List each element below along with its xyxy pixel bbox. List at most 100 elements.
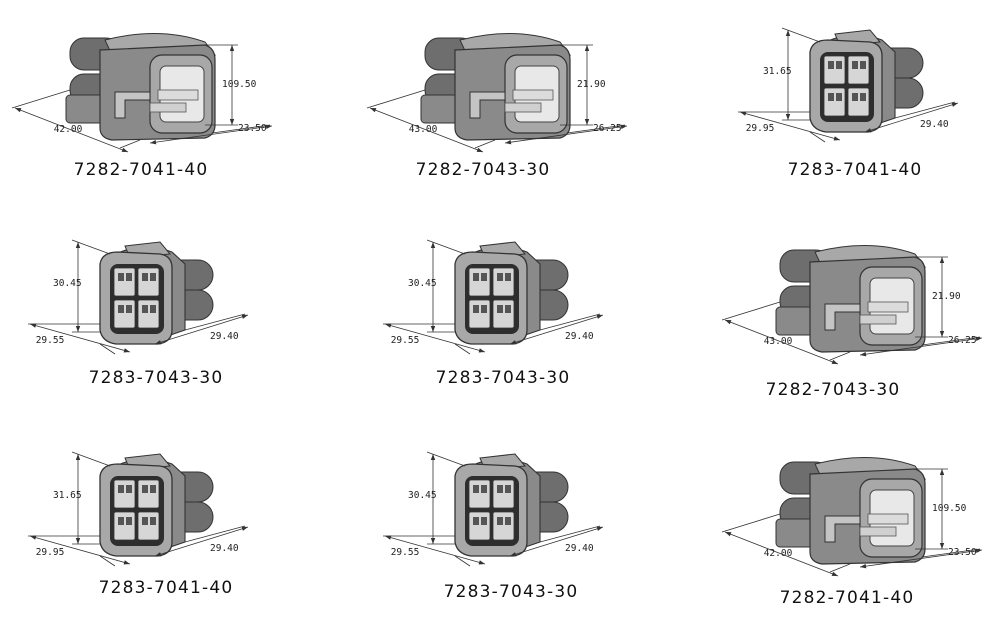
plug-connector-drawing xyxy=(775,456,927,565)
length-dimension-value: 43.00 xyxy=(409,124,438,135)
connector-drawing: 30.45 29.55 29.40 xyxy=(383,239,604,355)
part-number-label: 7282-7043-30 xyxy=(765,380,901,400)
connector-drawing: 30.45 29.55 29.40 xyxy=(383,451,604,567)
length-dimension-line xyxy=(29,535,131,565)
width-dimension-value: 23.50 xyxy=(238,123,267,134)
part-number-label: 7283-7043-30 xyxy=(88,368,224,388)
connector-drawing: 30.45 29.55 29.40 xyxy=(28,239,249,355)
dimension-annotations: 30.45 29.55 29.40 xyxy=(383,239,604,355)
width-dimension-value: 29.40 xyxy=(210,543,239,554)
height-dimension-value: 30.45 xyxy=(408,278,437,289)
connector-drawing: 43.00 21.90 26.25 xyxy=(721,244,983,365)
width-dimension-line xyxy=(504,124,628,145)
connector-drawing: 43.00 21.90 26.25 xyxy=(366,32,628,153)
width-dimension-line xyxy=(864,102,959,133)
connector-cell: 42.00 109.50 23.50 xyxy=(710,424,1000,594)
height-dimension-line xyxy=(584,45,590,125)
width-dimension-line xyxy=(154,314,249,345)
length-dimension-value: 29.95 xyxy=(746,123,775,134)
width-dimension-value: 23.50 xyxy=(948,547,977,558)
connector-cell: 30.45 29.55 29.40 xyxy=(355,212,645,382)
part-number-label: 7283-7043-30 xyxy=(443,582,579,602)
plug-connector-drawing xyxy=(65,32,217,141)
receptacle-connector-drawing xyxy=(99,453,214,557)
connector-cell: 31.65 29.95 29.40 xyxy=(0,424,290,594)
height-dimension-value: 109.50 xyxy=(222,79,257,90)
dimension-annotations: 42.00 109.50 23.50 xyxy=(11,44,273,153)
length-dimension-value: 29.95 xyxy=(36,547,65,558)
height-dimension-line xyxy=(939,469,945,549)
width-dimension-line xyxy=(509,314,604,345)
receptacle-connector-drawing xyxy=(454,241,569,345)
height-dimension-value: 21.90 xyxy=(577,79,606,90)
part-number-label: 7283-7043-30 xyxy=(435,368,571,388)
width-dimension-line xyxy=(859,336,983,357)
width-dimension-line xyxy=(154,526,249,557)
length-dimension-line xyxy=(724,531,839,577)
width-dimension-value: 26.25 xyxy=(593,123,622,134)
length-dimension-value: 43.00 xyxy=(764,336,793,347)
connector-drawing: 42.00 109.50 23.50 xyxy=(721,456,983,577)
part-number-label: 7282-7041-40 xyxy=(73,160,209,180)
width-dimension-line xyxy=(509,526,604,557)
width-dimension-line xyxy=(859,548,983,569)
connector-cell: 43.00 21.90 26.25 xyxy=(355,0,645,170)
height-dimension-value: 31.65 xyxy=(53,490,82,501)
width-dimension-value: 29.40 xyxy=(920,119,949,130)
width-dimension-value: 29.40 xyxy=(210,331,239,342)
connector-drawing: 42.00 109.50 23.50 xyxy=(11,32,273,153)
dimension-annotations: 42.00 109.50 23.50 xyxy=(721,468,983,577)
width-dimension-value: 26.25 xyxy=(948,335,977,346)
dimension-annotations: 31.65 29.95 29.40 xyxy=(738,27,959,143)
connector-cell: 30.45 29.55 29.40 xyxy=(355,424,645,594)
height-dimension-line xyxy=(430,242,436,332)
connector-cell: 30.45 29.55 29.40 xyxy=(0,212,290,382)
height-dimension-line xyxy=(430,454,436,544)
height-dimension-value: 109.50 xyxy=(932,503,967,514)
width-dimension-value: 29.40 xyxy=(565,331,594,342)
dimension-annotations: 31.65 29.95 29.40 xyxy=(28,451,249,567)
height-dimension-line xyxy=(785,30,791,120)
length-dimension-value: 42.00 xyxy=(54,124,83,135)
height-dimension-line xyxy=(229,45,235,125)
dimension-annotations: 43.00 21.90 26.25 xyxy=(721,256,983,365)
plug-connector-drawing xyxy=(775,244,927,353)
receptacle-connector-drawing xyxy=(809,29,924,133)
length-dimension-line xyxy=(384,323,486,353)
receptacle-connector-drawing xyxy=(454,453,569,557)
height-dimension-line xyxy=(939,257,945,337)
connector-drawing: 31.65 29.95 29.40 xyxy=(738,27,959,143)
height-dimension-line xyxy=(75,454,81,544)
receptacle-connector-drawing xyxy=(99,241,214,345)
part-number-label: 7282-7043-30 xyxy=(415,160,551,180)
width-dimension-line xyxy=(149,124,273,145)
part-number-label: 7283-7041-40 xyxy=(787,160,923,180)
length-dimension-value: 29.55 xyxy=(36,335,65,346)
length-dimension-value: 42.00 xyxy=(764,548,793,559)
width-dimension-value: 29.40 xyxy=(565,543,594,554)
connector-cell: 42.00 109.50 23.50 xyxy=(0,0,290,170)
height-dimension-value: 31.65 xyxy=(763,66,792,77)
length-dimension-value: 29.55 xyxy=(391,547,420,558)
connector-drawing: 31.65 29.95 29.40 xyxy=(28,451,249,567)
part-number-label: 7283-7041-40 xyxy=(98,578,234,598)
height-dimension-value: 30.45 xyxy=(53,278,82,289)
length-dimension-line xyxy=(739,111,841,141)
length-dimension-line xyxy=(14,107,129,153)
dimension-annotations: 43.00 21.90 26.25 xyxy=(366,44,628,153)
length-dimension-value: 29.55 xyxy=(391,335,420,346)
dimension-annotations: 30.45 29.55 29.40 xyxy=(383,451,604,567)
length-dimension-line xyxy=(384,535,486,565)
length-dimension-line xyxy=(29,323,131,353)
connector-cell: 31.65 29.95 29.40 xyxy=(710,0,1000,170)
plug-connector-drawing xyxy=(420,32,572,141)
height-dimension-line xyxy=(75,242,81,332)
part-number-label: 7282-7041-40 xyxy=(779,588,915,608)
dimension-annotations: 30.45 29.55 29.40 xyxy=(28,239,249,355)
length-dimension-line xyxy=(369,107,484,153)
height-dimension-value: 21.90 xyxy=(932,291,961,302)
length-dimension-line xyxy=(724,319,839,365)
connector-cell: 43.00 21.90 26.25 xyxy=(710,212,1000,382)
height-dimension-value: 30.45 xyxy=(408,490,437,501)
